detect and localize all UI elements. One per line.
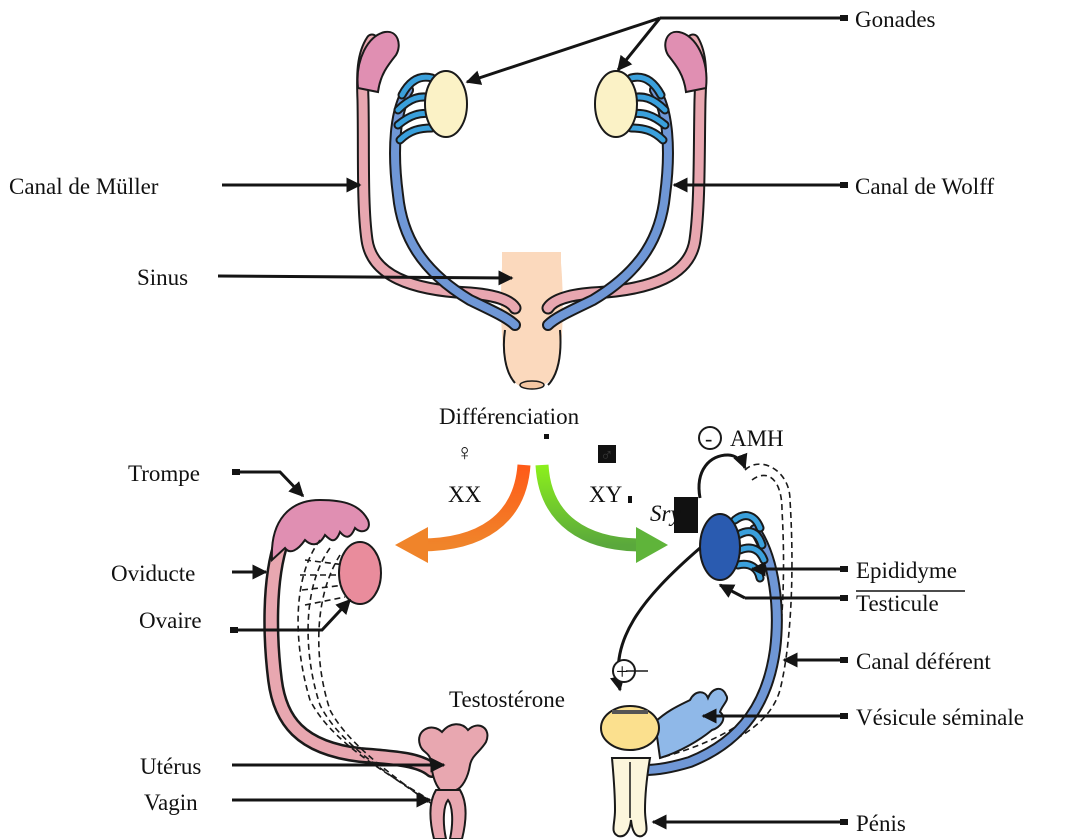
- label-differenciation: Différenciation: [439, 404, 580, 429]
- label-vesicule-seminale: Vésicule séminale: [856, 705, 1024, 730]
- right-gonad: [595, 71, 637, 137]
- label-gonades: Gonades: [855, 7, 936, 32]
- label-trompe: Trompe: [128, 461, 200, 486]
- testis: [700, 514, 740, 580]
- label-oviducte: Oviducte: [111, 561, 195, 586]
- male-tract: [601, 464, 792, 836]
- female-pathway-arrow: [395, 465, 524, 563]
- label-penis: Pénis: [856, 811, 906, 836]
- label-testicule: Testicule: [856, 591, 939, 616]
- center-dot: [544, 434, 549, 439]
- label-epididyme: Epididyme: [856, 558, 957, 583]
- label-canal-wolff: Canal de Wolff: [855, 174, 994, 199]
- male-symbol: ♂: [600, 445, 614, 465]
- label-sinus: Sinus: [137, 265, 188, 290]
- ovary: [339, 542, 381, 604]
- penis-shape: [612, 758, 650, 836]
- label-ovaire: Ovaire: [139, 608, 202, 633]
- uterus-shape: [419, 724, 487, 790]
- label-sry: Sry: [650, 501, 681, 526]
- label-vagin: Vagin: [144, 790, 198, 815]
- label-canal-deferent: Canal déférent: [856, 649, 991, 674]
- label-amh: AMH: [730, 426, 784, 451]
- top-leaders: [218, 15, 848, 278]
- left-gonad: [425, 71, 467, 137]
- minus-sign: -: [705, 426, 712, 451]
- label-canal-muller: Canal de Müller: [9, 174, 159, 199]
- vagina-shape: [430, 790, 465, 839]
- label-xy: XY: [589, 482, 623, 507]
- label-testosterone: Testostérone: [449, 687, 565, 712]
- undifferentiated-stage: [358, 32, 707, 389]
- plus-sign: +: [616, 659, 628, 684]
- female-tract: [271, 500, 487, 839]
- female-symbol: ♀: [456, 440, 473, 465]
- label-uterus: Utérus: [140, 754, 201, 779]
- label-xx: XX: [448, 482, 482, 507]
- male-leaders: [653, 566, 848, 825]
- left-muller-tip: [358, 32, 399, 92]
